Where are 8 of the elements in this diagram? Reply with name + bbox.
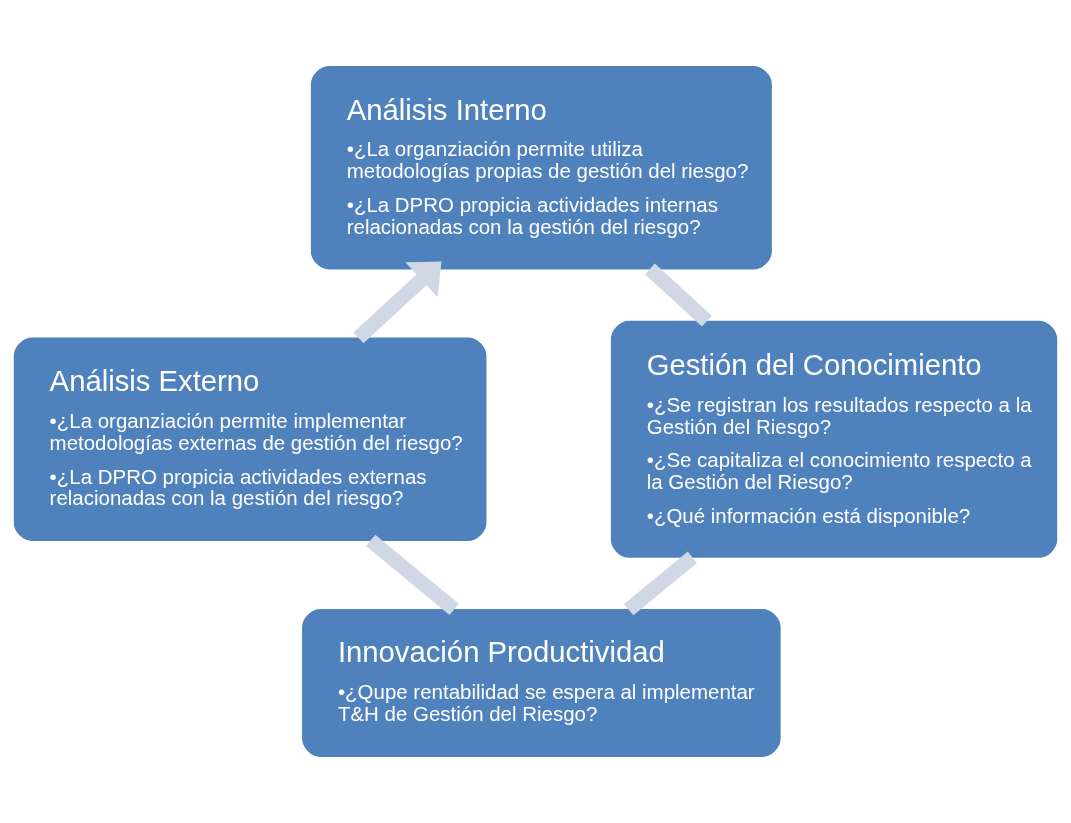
node-box: Análisis Externo •¿La organziación permite implementar metodologías externas de gestión del riesgo? •¿La DPRO propicia actividades externas relacionadas con la gestión del riesgo? (13, 337, 487, 541)
connector (645, 263, 712, 327)
node-box: Análisis Interno •¿La organziación permite utiliza metodologías propias de gestión del riesgo? •¿La DPRO propicia actividades internas relacionadas con la gestión del riesgo? (310, 66, 772, 270)
arrow (353, 261, 442, 344)
node-box: Gestión del Conocimiento •¿Se registran los resultados respecto a la Gestión del Riesgo? •¿Se capitaliza el conocimiento respecto a la Gestión del Riesgo? •¿Qué información está disponible? (610, 320, 1058, 558)
connector (366, 534, 459, 616)
node-box: Innovación Productividad •¿Qupe rentabilidad se espera al implementar T&H de Gestión del Riesgo? (302, 609, 781, 757)
connector (624, 551, 698, 616)
